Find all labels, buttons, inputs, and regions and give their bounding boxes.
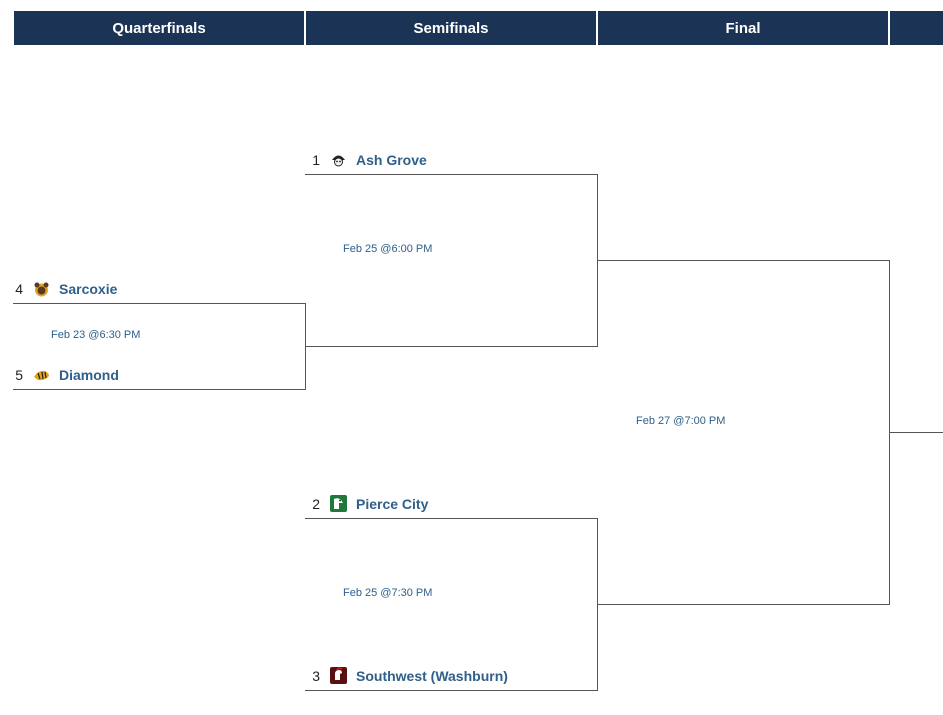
bracket-line [305, 518, 598, 519]
eagle-logo-icon [330, 495, 347, 512]
game-date[interactable]: Feb 23 @6:30 PM [51, 329, 141, 341]
team-name-link[interactable]: Ash Grove [356, 152, 427, 168]
trojan-logo-icon [330, 667, 347, 684]
round-header-semifinals: Semifinals [306, 11, 596, 45]
bracket-line [305, 174, 598, 175]
pirate-logo-icon [330, 151, 347, 168]
team-name-link[interactable]: Diamond [59, 367, 119, 383]
round-header-quarterfinals: Quarterfinals [14, 11, 304, 45]
bracket-line [305, 690, 598, 691]
seed-number: 1 [312, 152, 320, 168]
seed-number: 5 [15, 367, 23, 383]
bracket-line [305, 346, 598, 347]
game-date[interactable]: Feb 27 @7:00 PM [636, 415, 726, 427]
seed-number: 4 [15, 281, 23, 297]
team-name-link[interactable]: Southwest (Washburn) [356, 668, 508, 684]
game-date[interactable]: Feb 25 @7:30 PM [343, 587, 433, 599]
tiger-logo-icon [33, 367, 50, 384]
bracket-line [13, 303, 305, 304]
round-header-champion [890, 11, 943, 45]
seed-number: 3 [312, 668, 320, 684]
bracket-line [597, 260, 890, 261]
bracket-line [597, 604, 890, 605]
round-header-final: Final [598, 11, 888, 45]
bear-logo-icon [33, 281, 50, 298]
champion-line [889, 432, 943, 433]
seed-number: 2 [312, 496, 320, 512]
bracket-line [13, 389, 305, 390]
team-name-link[interactable]: Sarcoxie [59, 281, 118, 297]
game-date[interactable]: Feb 25 @6:00 PM [343, 243, 433, 255]
team-name-link[interactable]: Pierce City [356, 496, 429, 512]
